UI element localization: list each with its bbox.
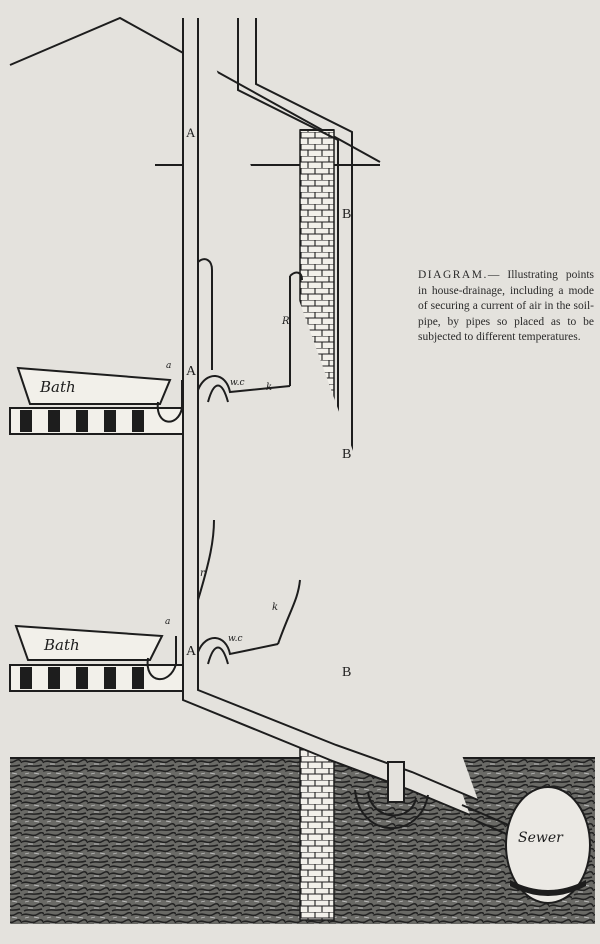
bath-lower bbox=[14, 624, 177, 681]
label-sewer: Sewer bbox=[518, 830, 564, 846]
bath-upper bbox=[16, 366, 183, 423]
label-b-top: B bbox=[342, 207, 351, 222]
sewer bbox=[505, 786, 591, 904]
wc-lower bbox=[197, 519, 301, 665]
pipe-a bbox=[182, 18, 479, 816]
label-b-low: B bbox=[342, 665, 351, 680]
label-r-lower: r bbox=[200, 568, 206, 579]
label-b-mid: B bbox=[342, 447, 351, 462]
label-bath-lower: Bath bbox=[43, 636, 80, 654]
label-r-upper: R bbox=[281, 316, 290, 327]
diagram-labels: A A A B B B Bath Bath Sewer w.c w.c k k … bbox=[39, 125, 564, 846]
diagram-caption: DIAGRAM.— Illustrating points in house-d… bbox=[418, 268, 594, 346]
label-wc-upper: w.c bbox=[230, 378, 245, 388]
wc-upper bbox=[197, 258, 303, 403]
caption-heading: DIAGRAM. bbox=[418, 269, 488, 281]
label-wc-lower: w.c bbox=[228, 634, 243, 644]
label-a-low: A bbox=[186, 644, 197, 659]
label-a-mid: A bbox=[186, 364, 197, 379]
label-bath-upper: Bath bbox=[39, 378, 76, 396]
label-small-a-upper: a bbox=[166, 361, 171, 371]
label-k-upper: k bbox=[266, 382, 272, 393]
label-small-a-lower: a bbox=[165, 617, 170, 627]
caption-text: — Illustrating points in house-drainage,… bbox=[418, 269, 594, 344]
label-k-lower: k bbox=[272, 602, 278, 613]
label-a-top: A bbox=[186, 125, 196, 140]
